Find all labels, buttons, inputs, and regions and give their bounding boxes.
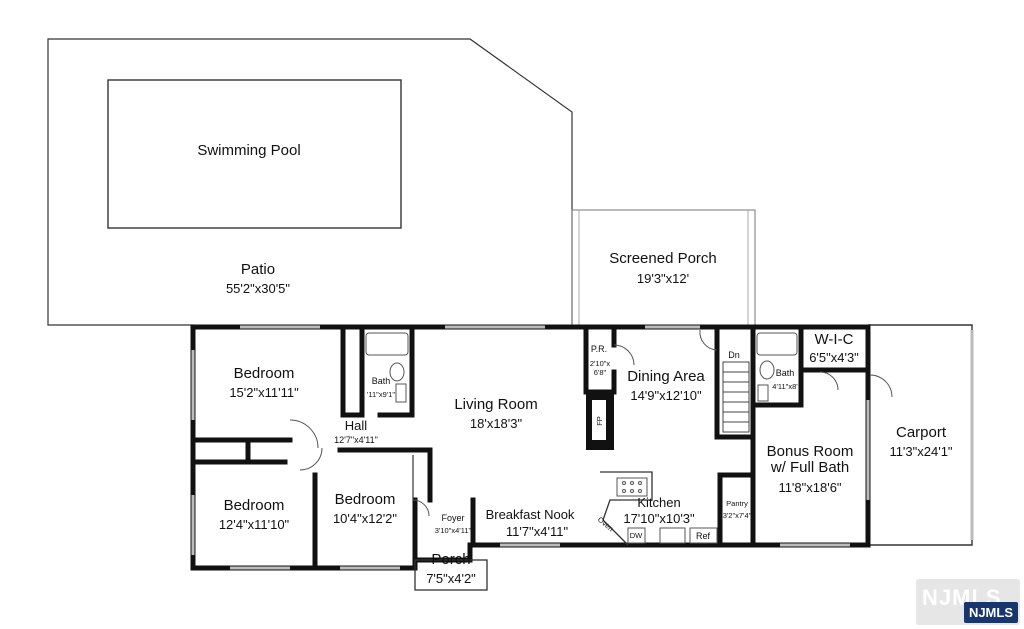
hall-dims: 12'7"x4'11" [334, 435, 378, 445]
screened-porch-label: Screened Porch [609, 250, 717, 267]
dining-area-dims: 14'9"x12'10" [630, 388, 702, 403]
bath1-dims: '11"x9'1" [367, 390, 395, 399]
porch-dims: 7'5"x4'2" [426, 571, 476, 586]
fireplace-label: FP [595, 416, 604, 426]
bath2-label: Bath [776, 368, 795, 378]
bedroom3-label: Bedroom [335, 491, 396, 508]
oven-label: Oven [596, 515, 616, 533]
interior-walls [190, 324, 871, 571]
bath2-dims: 4'11"x8' [772, 382, 798, 391]
front-porch [414, 559, 488, 591]
pool-label: Swimming Pool [197, 142, 300, 159]
windows [191, 325, 870, 570]
pr-dims-line2: 6'8" [594, 368, 607, 377]
mls-watermark-tag: NJMLS [963, 602, 1018, 623]
foyer-label: Foyer [441, 513, 464, 523]
living-room-label: Living Room [454, 396, 537, 413]
breakfast-nook-dims: 11'7"x4'11" [506, 524, 569, 539]
carport-dims: 11'3"x24'1" [889, 444, 952, 459]
bonus-room-label-line2: w/ Full Bath [770, 459, 849, 476]
foyer-dims: 3'10"x4'11" [435, 526, 472, 535]
carport-area [868, 324, 974, 546]
stairs-down-label: Dn [728, 350, 740, 360]
patio-dims: 55'2"x30'5" [226, 281, 290, 296]
bedroom3-dims: 10'4"x12'2" [333, 511, 397, 526]
door-swings [289, 329, 893, 517]
kitchen-label: Kitchen [637, 495, 680, 510]
refrigerator-label: Ref [696, 531, 711, 541]
patio-area [47, 38, 573, 326]
mls-watermark-logo: NJMLS NJMLS [916, 579, 1020, 625]
staircase [722, 361, 750, 433]
pr-dims-line1: 2'10"x [590, 359, 611, 368]
bedroom1-dims: 15'2"x11'11" [229, 385, 299, 400]
bonus-room-label: Bonus Room [767, 443, 854, 460]
porch-label: Porch [431, 551, 470, 568]
screened-porch-area [571, 209, 756, 329]
dishwasher-label: DW [630, 531, 643, 540]
dining-area-label: Dining Area [627, 368, 705, 385]
wic-dims: 6'5"x4'3" [809, 350, 859, 365]
fixtures [365, 332, 798, 546]
wic-label: W-I-C [815, 331, 854, 348]
bedroom1-label: Bedroom [234, 365, 295, 382]
living-room-dims: 18'x18'3" [470, 416, 523, 431]
bedroom2-dims: 12'4"x11'10" [219, 517, 290, 532]
bonus-room-dims: 11'8"x18'6" [778, 480, 841, 495]
pantry-dims: 3'2"x7'4" [723, 511, 752, 520]
swimming-pool [107, 79, 402, 229]
breakfast-nook-label: Breakfast Nook [486, 507, 575, 522]
screened-porch-dims: 19'3"x12' [637, 271, 689, 286]
bedroom2-label: Bedroom [224, 497, 285, 514]
carport-label: Carport [896, 424, 947, 441]
hall-label: Hall [345, 418, 368, 433]
kitchen-dims: 17'10"x10'3" [623, 511, 695, 526]
pantry-label: Pantry [726, 499, 748, 508]
bath1-label: Bath [372, 376, 391, 386]
pr-label: P.R. [591, 344, 607, 354]
patio-label: Patio [241, 261, 275, 278]
